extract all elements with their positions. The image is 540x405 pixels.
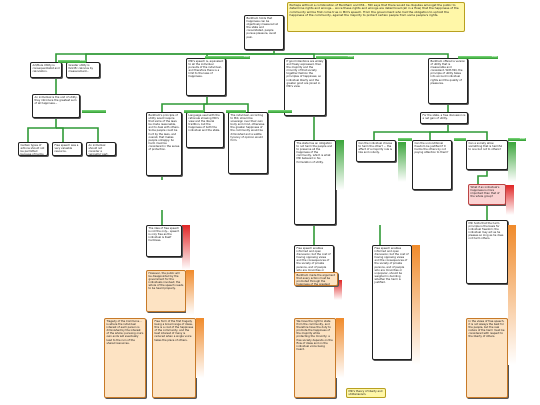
header-note[interactable]: Perhaps without a combination of Bentham… xyxy=(287,2,465,32)
node-text: Bentham made the argument that every act… xyxy=(296,274,336,286)
node-views-free-speech[interactable]: In the views of free speech, it is not a… xyxy=(466,318,508,398)
node-text: What if an individual's happiness is mor… xyxy=(470,186,500,199)
node-bentham-argument[interactable]: Bentham made the argument that every act… xyxy=(294,272,338,286)
root-node-text: Bentham holds that happiness can be obje… xyxy=(246,17,278,39)
bar-node xyxy=(82,110,106,113)
node-text: Can a society allow something that is ha… xyxy=(468,142,503,152)
node-text: The individual, according to Mill, shoul… xyxy=(230,114,265,142)
node-certain-actions[interactable]: Certain types of actions should not be p… xyxy=(18,142,48,156)
node-free-speech-enables[interactable]: Free speech enables informed and open di… xyxy=(372,245,412,360)
bar-node: Node xyxy=(58,60,86,63)
node-text: The idea of free speech is not the only.… xyxy=(148,227,180,243)
node-language-used[interactable]: Language used with the rationale showing… xyxy=(186,112,224,148)
node-harm-principle[interactable]: Mill holds that the harm principle is th… xyxy=(466,220,508,284)
node-first-tragedy[interactable]: Free form of the first tragedy being a b… xyxy=(152,318,196,398)
bar-node xyxy=(398,138,412,141)
node-state-obligation[interactable]: The state has an obligation to not harm … xyxy=(294,140,336,225)
node-text: An individual should not consider a ‘wro… xyxy=(88,144,109,156)
node-mill-theory[interactable]: Mill's theory of liberty and utilitarian… xyxy=(346,388,386,398)
root-node[interactable]: Bentham holds that happiness can be obje… xyxy=(244,15,284,50)
node-choose-to-harm[interactable]: Can the individual choose to harm the ot… xyxy=(356,140,396,162)
node-text: In the views of free speech, it is not a… xyxy=(468,320,505,339)
node-text: Tragedy of the Commons... is where the i… xyxy=(106,320,144,345)
node-society-allow[interactable]: Can a society allow something that is ha… xyxy=(466,140,508,170)
node-text: Mill's theory of liberty and utilitarian… xyxy=(348,390,383,397)
header-note-text: Perhaps without a combination of Bentham… xyxy=(289,3,459,18)
node-unconditional-freedom[interactable]: Can the unconditional freedom be justifi… xyxy=(412,140,452,190)
node-wrongful-part[interactable]: An individual should not consider a ‘wro… xyxy=(86,142,116,156)
node-text: Language used with the rationale showing… xyxy=(188,114,221,133)
node-text: Bentham offered a version of utility tha… xyxy=(430,60,466,85)
orange-fade xyxy=(186,270,194,315)
node-individual-unit[interactable]: An individual is the unit of utility, th… xyxy=(32,94,80,118)
node-individual-sovereign[interactable]: The individual, according to Mill, shoul… xyxy=(228,112,268,174)
node-text: Free speech was a very valuable resource… xyxy=(54,144,79,154)
red-fade xyxy=(182,225,190,270)
green-fade xyxy=(336,140,344,190)
node-tragedy-commons[interactable]: Tragedy of the Commons... is where the i… xyxy=(104,318,146,398)
node-text: However, the public will be disappointed… xyxy=(148,272,184,291)
node-free-speech-valuable[interactable]: Free speech was a very valuable resource… xyxy=(52,142,82,156)
bar-node: Node xyxy=(458,56,498,59)
green-fade xyxy=(398,142,406,182)
green-fade xyxy=(508,142,516,182)
node-individual-happiness[interactable]: What if an individual's happiness is mor… xyxy=(468,184,506,205)
node-text: Free speech enables informed and open di… xyxy=(374,247,409,285)
bar-node xyxy=(454,138,466,141)
node-text: Act/Rule Utility is consequentialist and… xyxy=(32,64,60,74)
node-right-to-state[interactable]: We have the right to state from the comm… xyxy=(294,318,336,398)
node-text: Can the individual choose to harm the ot… xyxy=(358,142,393,155)
bar-node xyxy=(268,110,292,113)
red-fade xyxy=(506,185,514,215)
bar-node xyxy=(184,110,204,113)
orange-fade xyxy=(412,245,420,365)
bar-node: Node xyxy=(316,56,354,59)
node-text: For the state, a free discussion is a ne… xyxy=(422,114,466,121)
node-bentham-principle[interactable]: Bentham's principle of utility would req… xyxy=(146,112,182,176)
node-text: Greater utility is felicific calculus by… xyxy=(68,64,94,74)
node-text: Bentham's principle of utility would req… xyxy=(148,114,180,152)
node-text: If good intentions are widely and freely… xyxy=(286,60,324,88)
node-act-rule-utility[interactable]: Act/Rule Utility is consequentialist and… xyxy=(30,62,62,78)
node-mill-speech[interactable]: Mill's speech is, equivalent to all the … xyxy=(186,58,226,96)
node-text: Can the unconditional freedom be justifi… xyxy=(414,142,449,155)
node-free-discussion[interactable]: For the state, a free discussion is a ne… xyxy=(420,112,468,124)
bar-node: Node xyxy=(205,56,250,59)
node-text: We have the right to state from the comm… xyxy=(296,320,333,351)
node-text: Free form of the first tragedy being a b… xyxy=(154,320,194,342)
node-text: Mill's speech is, equivalent to all the … xyxy=(188,60,224,79)
orange-fade xyxy=(336,318,344,378)
node-bentham-version[interactable]: Bentham offered a version of utility tha… xyxy=(428,58,468,104)
bar-node: Node xyxy=(508,138,526,141)
orange-fade xyxy=(196,318,204,378)
node-text: An individual is the unit of utility, th… xyxy=(34,96,78,106)
orange-fade xyxy=(508,225,516,365)
node-text: The state has an obligation to not harm … xyxy=(296,142,333,164)
red-fade xyxy=(334,280,342,300)
node-free-speech-not-only[interactable]: The idea of free speech is not the only.… xyxy=(146,225,182,257)
bar-node xyxy=(226,110,246,113)
node-public-disappointed[interactable]: However, the public will be disappointed… xyxy=(146,270,186,312)
node-text: Certain types of actions should not be p… xyxy=(20,144,45,156)
node-good-intentions[interactable]: If good intentions are widely and freely… xyxy=(284,58,326,116)
node-greater-utility[interactable]: Greater utility is felicific calculus by… xyxy=(66,62,100,78)
node-text: Mill holds that the harm principle is th… xyxy=(468,222,504,241)
